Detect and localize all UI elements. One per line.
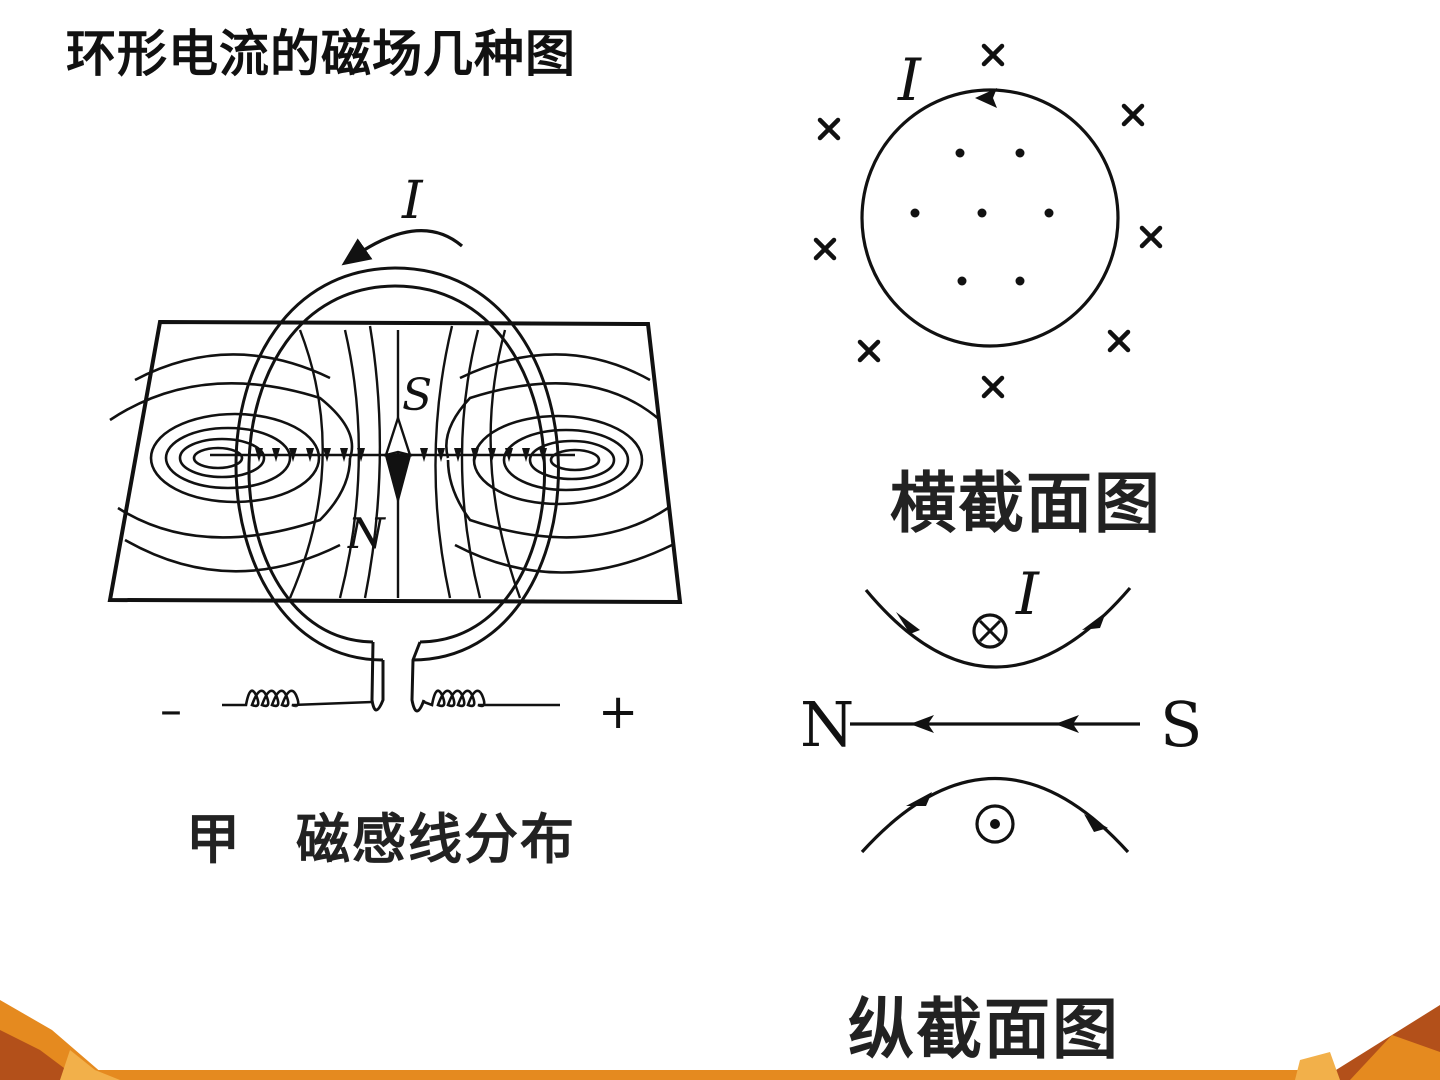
- cross-section-loop: [860, 88, 1120, 348]
- cross-section-caption: 横截面图: [890, 465, 1162, 542]
- field-line-figure: [107, 228, 683, 713]
- minus-sign: –: [160, 685, 182, 736]
- current-label-longitudinal: I: [1015, 560, 1040, 628]
- right-coil: [423, 689, 560, 708]
- field-line-caption: 甲磁感线分布: [186, 795, 576, 874]
- south-label-longitudinal: S: [1160, 688, 1202, 761]
- current-into-page: [972, 613, 1008, 649]
- left-coil: [222, 689, 373, 708]
- plus-sign: +: [598, 684, 638, 740]
- compass-needle: [384, 414, 412, 505]
- north-pole-label: N: [347, 509, 386, 558]
- left-vortex: [109, 353, 354, 573]
- longitudinal-arrowheads: [896, 612, 1108, 832]
- dots-inside: [910, 148, 1054, 286]
- south-pole-label: S: [402, 370, 432, 421]
- central-field-lines: [288, 325, 522, 599]
- cross-section-figure: [860, 88, 1120, 348]
- longitudinal-section-caption: 纵截面图: [848, 991, 1120, 1068]
- slide-title: 环形电流的磁场几种图: [66, 25, 576, 83]
- current-ring: [234, 266, 560, 713]
- cross-section-plane: [107, 319, 683, 605]
- figure-label-jia: 甲: [186, 808, 242, 871]
- field-line-caption-text: 磁感线分布: [296, 808, 576, 871]
- crosses-outside: [813, 43, 1163, 399]
- current-label-cross-section: I: [897, 46, 922, 114]
- bottom-decoration: [0, 1000, 1440, 1080]
- current-label-left: I: [401, 171, 424, 231]
- current-arrow: [341, 228, 464, 266]
- lower-field-arc: [860, 777, 1130, 854]
- north-label-longitudinal: N: [800, 688, 854, 761]
- current-out-of-page: [975, 804, 1015, 844]
